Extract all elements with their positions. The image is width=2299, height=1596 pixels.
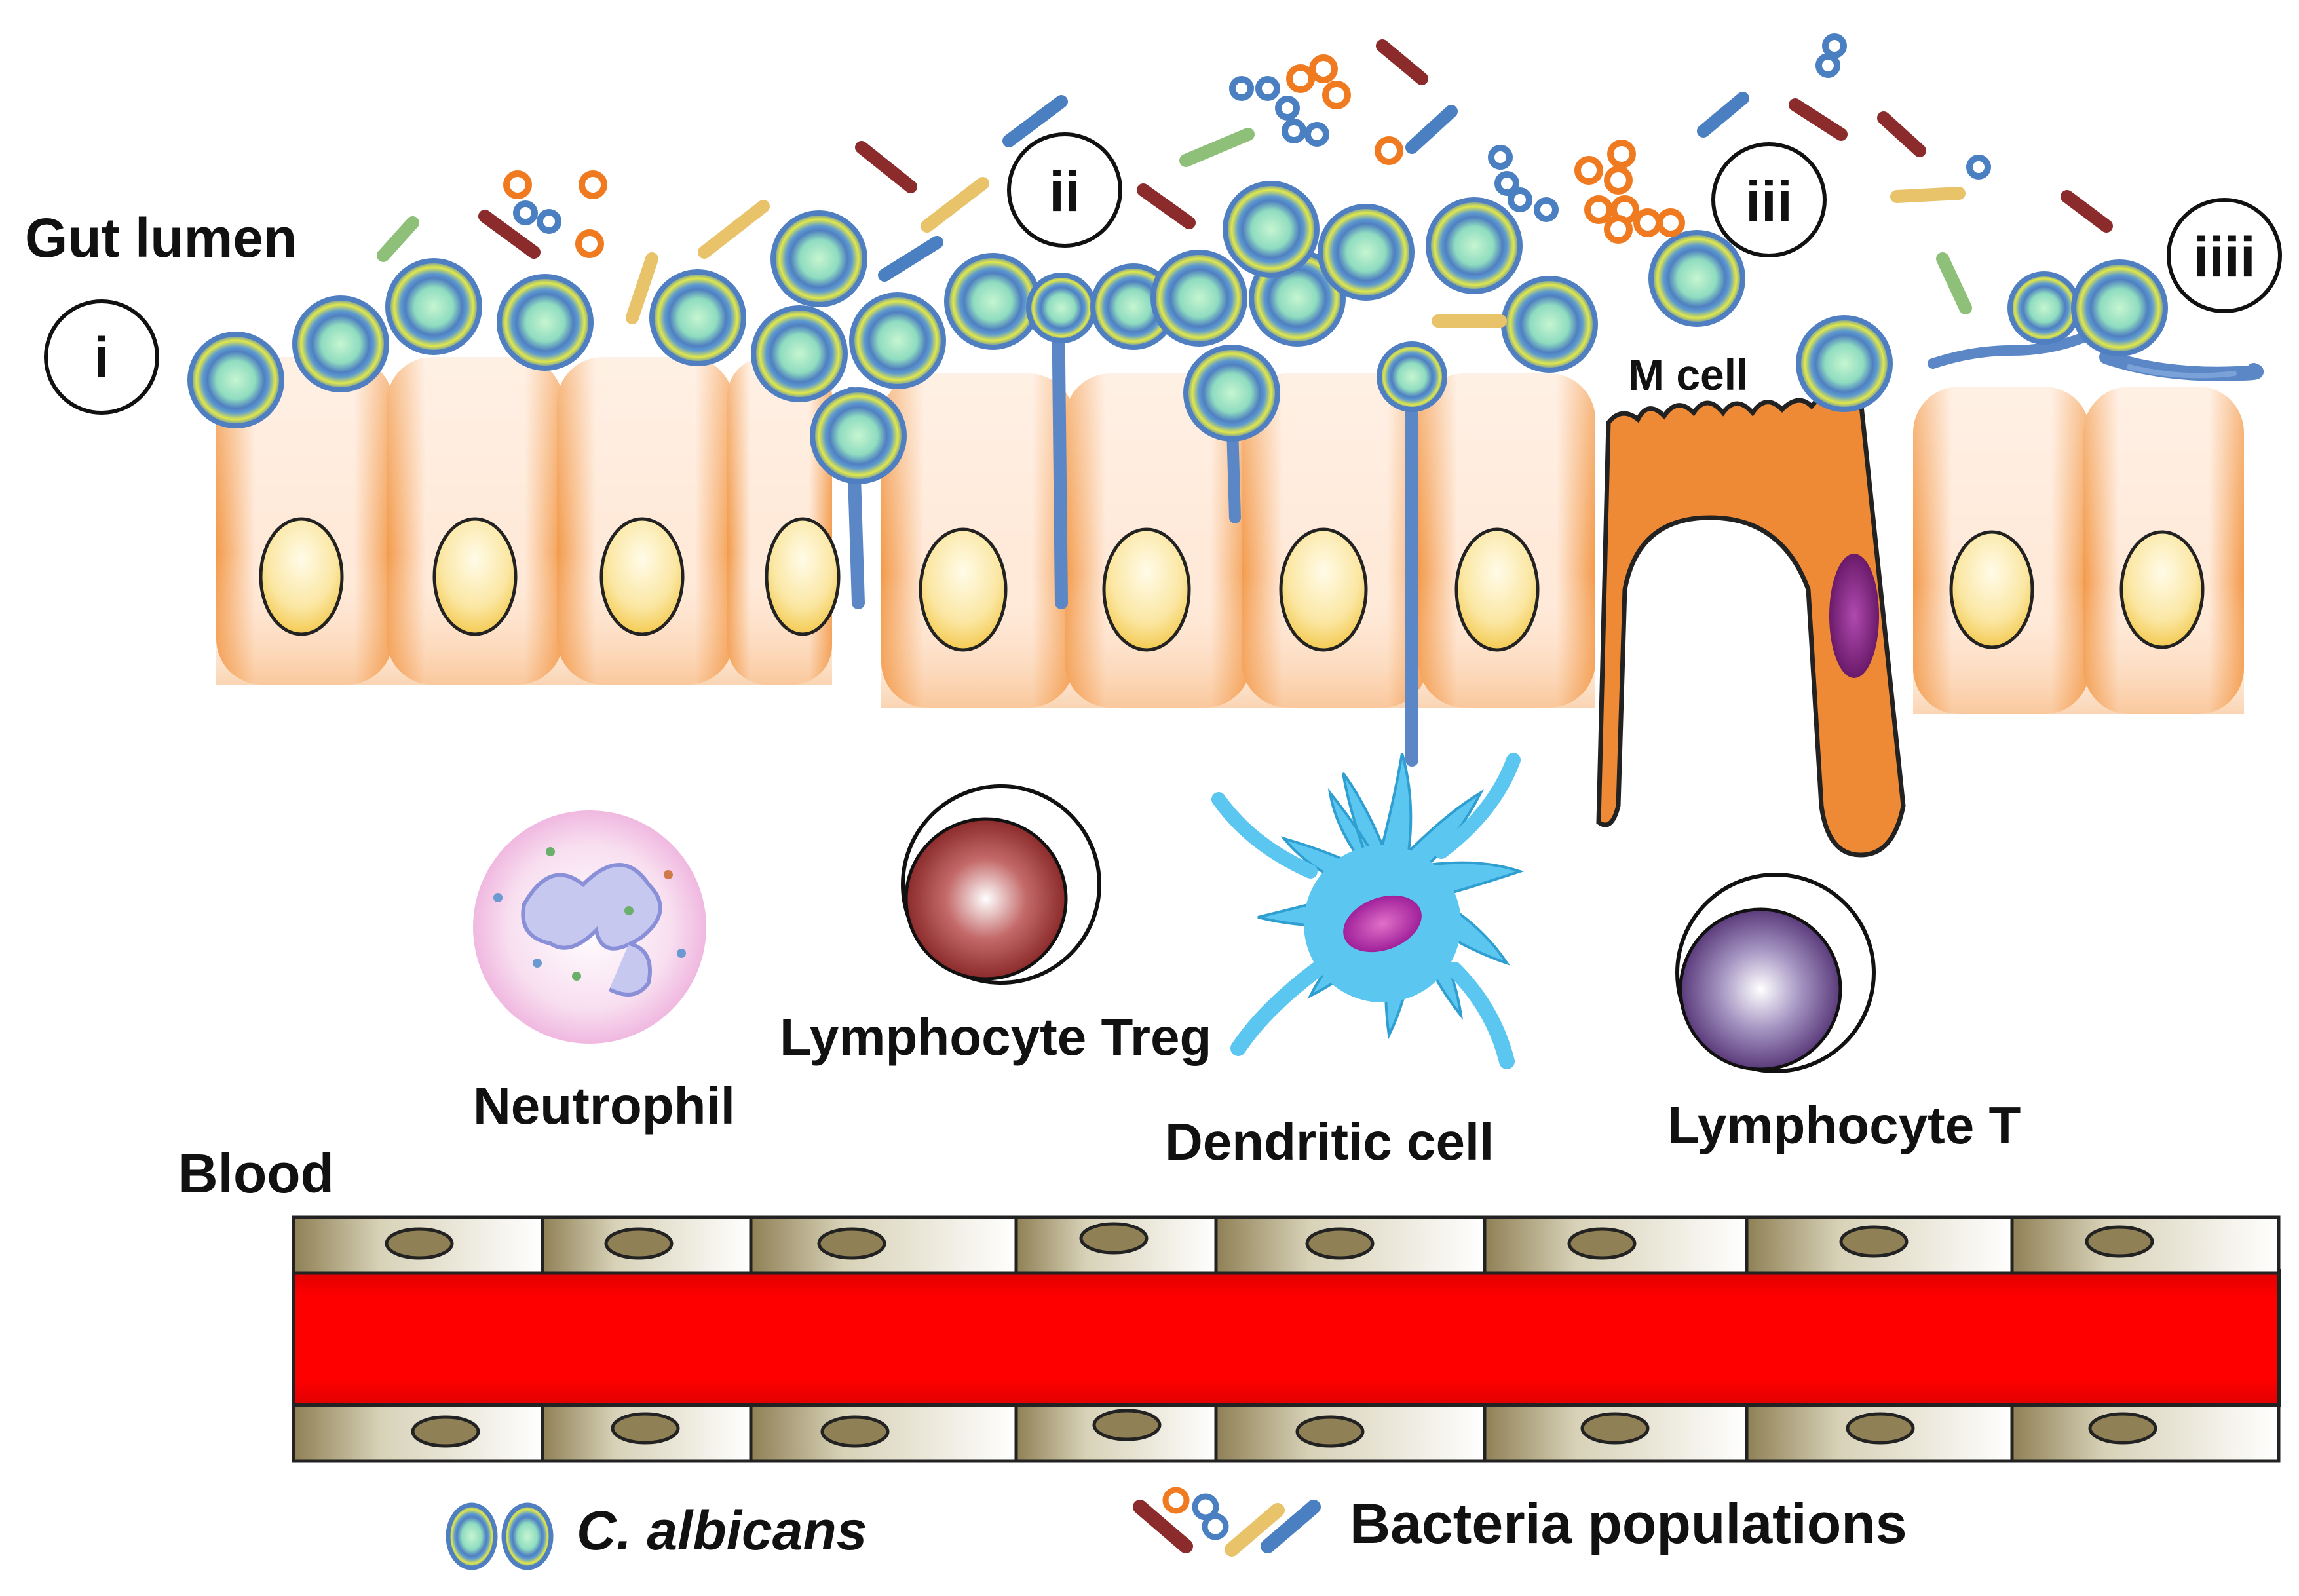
legend: C. albicans Bacteria populations [446, 1487, 1907, 1570]
gut-lumen-label: Gut lumen [25, 207, 297, 269]
stage-marker-ii-circle [1007, 132, 1122, 248]
stage-marker-iii: iii [1745, 170, 1793, 233]
lymphocyte-treg [901, 784, 1101, 985]
stage-marker-i: i [94, 326, 109, 389]
epithelium-right [1913, 387, 2244, 714]
stage-marker-iiii: iiii [2193, 226, 2256, 289]
stage-markers: i ii iii iiii [44, 132, 2282, 415]
dendritic-cell [1211, 753, 1525, 1069]
m-cell-label: M cell [1628, 351, 1748, 399]
stage-marker-ii: ii [1049, 161, 1080, 223]
legend-bacteria-icon [1133, 1487, 1321, 1557]
legend-candida-label: C. albicans [577, 1500, 867, 1561]
lymphocyte-t-label: Lymphocyte T [1667, 1096, 2021, 1154]
stage-marker-iii-circle [1711, 142, 1827, 257]
lymphocyte-t [1675, 873, 1876, 1073]
endothelium-bottom [292, 1403, 2281, 1463]
bacteria-rods [377, 39, 2113, 328]
neutrophil-label: Neutrophil [473, 1076, 735, 1135]
blood-lumen [292, 1269, 2281, 1407]
dendritic-cell-label: Dendritic cell [1165, 1112, 1494, 1171]
candida-yeast-cells [187, 181, 2168, 484]
m-cell [1596, 393, 1906, 858]
endothelium-top [292, 1215, 2281, 1275]
legend-candida-icon [446, 1502, 554, 1570]
neutrophil [473, 810, 706, 1044]
stage-marker-i-circle [44, 299, 159, 415]
epithelium-left [216, 357, 841, 685]
lymphocyte-treg-label: Lymphocyte Treg [780, 1008, 1211, 1066]
blood-vessel [292, 1215, 2281, 1463]
blood-label: Blood [178, 1143, 334, 1204]
bacteria-cocci [503, 33, 1991, 258]
legend-bacteria-label: Bacteria populations [1350, 1492, 1907, 1555]
stage-marker-iiii-circle [2167, 198, 2282, 313]
